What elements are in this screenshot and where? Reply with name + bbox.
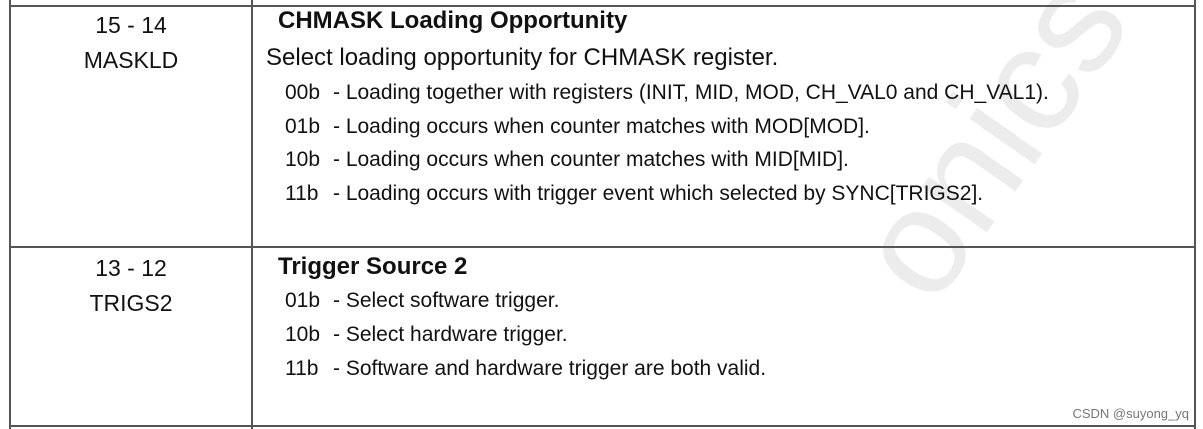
field-name: TRIGS2 bbox=[89, 290, 173, 316]
bit-range: 15 - 14 bbox=[95, 12, 167, 38]
option-code: 11b bbox=[285, 182, 319, 205]
table-frame bbox=[9, 0, 1196, 429]
row-divider-middle bbox=[9, 246, 1196, 248]
column-divider bbox=[251, 0, 253, 429]
field-description: Select loading opportunity for CHMASK re… bbox=[266, 44, 779, 71]
field-name: MASKLD bbox=[83, 47, 179, 73]
row-divider-top bbox=[9, 5, 1196, 7]
option-item: 11b - Loading occurs with trigger event w… bbox=[285, 182, 983, 206]
row-divider-bottom bbox=[9, 425, 1196, 427]
option-item: 11b - Software and hardware trigger are b… bbox=[285, 357, 766, 381]
option-item: 01b - Select software trigger. bbox=[285, 289, 559, 313]
source-credit: CSDN @suyong_yq bbox=[1072, 406, 1189, 421]
option-text: - Loading together with registers (INIT,… bbox=[333, 81, 1049, 104]
option-text: - Loading occurs when counter matches wi… bbox=[333, 148, 849, 171]
option-code: 01b bbox=[285, 115, 321, 138]
option-code: 11b bbox=[285, 357, 319, 380]
field-title: CHMASK Loading Opportunity bbox=[278, 7, 628, 34]
option-code: 10b bbox=[285, 323, 321, 346]
bit-range: 13 - 12 bbox=[95, 255, 167, 281]
option-text: - Select software trigger. bbox=[333, 289, 560, 312]
option-code: 10b bbox=[285, 148, 321, 171]
option-item: 01b - Loading occurs when counter matches… bbox=[285, 115, 870, 139]
option-text: - Software and hardware trigger are both… bbox=[333, 357, 767, 380]
option-item: 00b - Loading together with registers (IN… bbox=[285, 81, 1049, 105]
option-text: - Loading occurs when counter matches wi… bbox=[333, 115, 870, 138]
option-item: 10b - Loading occurs when counter matches… bbox=[285, 148, 849, 172]
option-item: 10b - Select hardware trigger. bbox=[285, 323, 568, 347]
option-code: 01b bbox=[285, 289, 321, 312]
option-code: 00b bbox=[285, 81, 321, 104]
field-title: Trigger Source 2 bbox=[278, 253, 468, 280]
option-text: - Select hardware trigger. bbox=[333, 323, 568, 346]
option-text: - Loading occurs with trigger event whic… bbox=[333, 182, 984, 205]
